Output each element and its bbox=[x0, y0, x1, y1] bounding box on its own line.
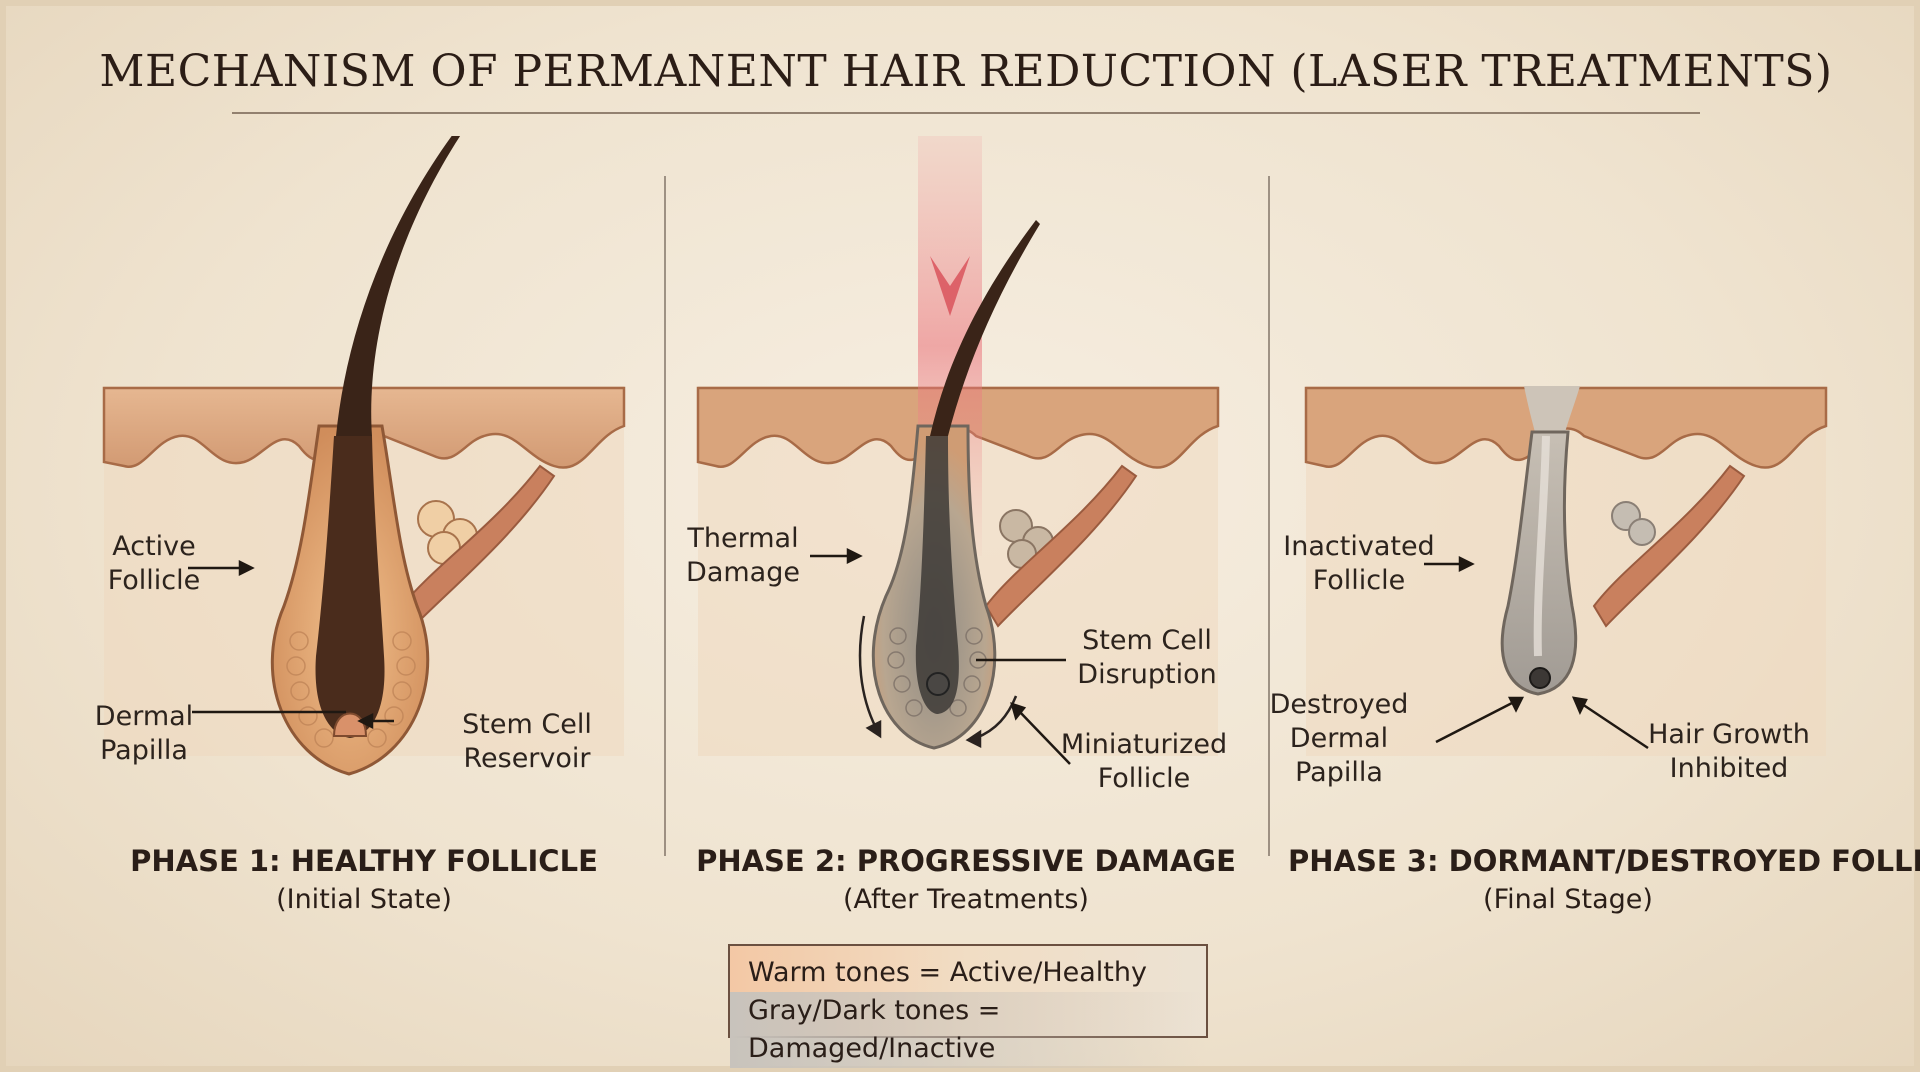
phase-2-panel: Thermal Damage Stem Cell Disruption Mini… bbox=[686, 136, 1246, 915]
phase-1-title: PHASE 1: HEALTHY FOLLICLE bbox=[130, 844, 598, 878]
hair-shaft bbox=[336, 136, 461, 436]
color-legend: Warm tones = Active/Healthy Gray/Dark to… bbox=[728, 944, 1208, 1068]
label-stem-cell-reservoir: Stem Cell Reservoir bbox=[462, 709, 592, 774]
collapsed-channel bbox=[1533, 435, 1550, 657]
dermal-papilla bbox=[332, 712, 368, 737]
shrink-arrows bbox=[858, 615, 1018, 749]
disrupted-cells bbox=[887, 627, 987, 717]
label-arrows bbox=[188, 559, 394, 730]
stem-cells bbox=[286, 631, 416, 748]
legend-gray: Gray/Dark tones = Damaged/Inactive bbox=[730, 992, 1206, 1068]
label-hair-growth-inhibited: Hair Growth Inhibited bbox=[1648, 719, 1810, 784]
phase-1-illustration bbox=[102, 136, 626, 776]
arrector-muscle bbox=[400, 464, 556, 628]
destroyed-papilla-dot bbox=[1529, 667, 1551, 689]
label-dermal-papilla: Dermal Papilla bbox=[94, 701, 194, 766]
phase-1-panel: Active Follicle Dermal Papilla Stem Cell… bbox=[84, 136, 644, 915]
label-stem-cell-disruption: Stem Cell Disruption bbox=[1077, 625, 1217, 690]
label-destroyed-dermal-papilla: Destroyed Dermal Papilla bbox=[1269, 689, 1409, 788]
arrector-muscle bbox=[984, 464, 1138, 628]
phase-2-illustration bbox=[696, 136, 1220, 765]
phase-3-subtitle: (Final Stage) bbox=[1483, 884, 1653, 915]
page-title: MECHANISM OF PERMANENT HAIR REDUCTION (L… bbox=[99, 46, 1833, 97]
panel-divider-1 bbox=[664, 176, 666, 856]
label-thermal-damage: Thermal Damage bbox=[686, 523, 800, 588]
legend-warm: Warm tones = Active/Healthy bbox=[748, 957, 1147, 988]
label-inactivated-follicle: Inactivated Follicle bbox=[1283, 531, 1435, 596]
phase-3-panel: Inactivated Follicle Destroyed Dermal Pa… bbox=[1270, 136, 1920, 915]
phase-1-subtitle: (Initial State) bbox=[276, 884, 452, 915]
dermal-papilla-damaged bbox=[926, 672, 950, 696]
label-arrows bbox=[1424, 555, 1649, 750]
hair-bulb bbox=[315, 436, 385, 738]
laser-arrow-icon bbox=[930, 256, 970, 316]
phase-3-title: PHASE 3: DORMANT/DESTROYED FOLLICLE bbox=[1288, 844, 1920, 878]
title-underline bbox=[232, 112, 1700, 114]
hair-shaft-thin bbox=[930, 220, 1040, 436]
phase-3-illustration bbox=[1304, 386, 1828, 756]
panel-divider-2 bbox=[1268, 176, 1270, 856]
phase-2-subtitle: (After Treatments) bbox=[843, 884, 1089, 915]
label-arrows bbox=[810, 547, 1071, 765]
label-miniaturized-follicle: Miniaturized Follicle bbox=[1060, 729, 1228, 794]
sebaceous-gland bbox=[1611, 501, 1656, 546]
arrector-muscle bbox=[1592, 464, 1746, 628]
follicle-opening bbox=[1524, 386, 1580, 436]
label-active-follicle: Active Follicle bbox=[107, 531, 201, 596]
phase-2-title: PHASE 2: PROGRESSIVE DAMAGE bbox=[696, 844, 1236, 878]
hair-bulb-shrinking bbox=[915, 436, 959, 714]
